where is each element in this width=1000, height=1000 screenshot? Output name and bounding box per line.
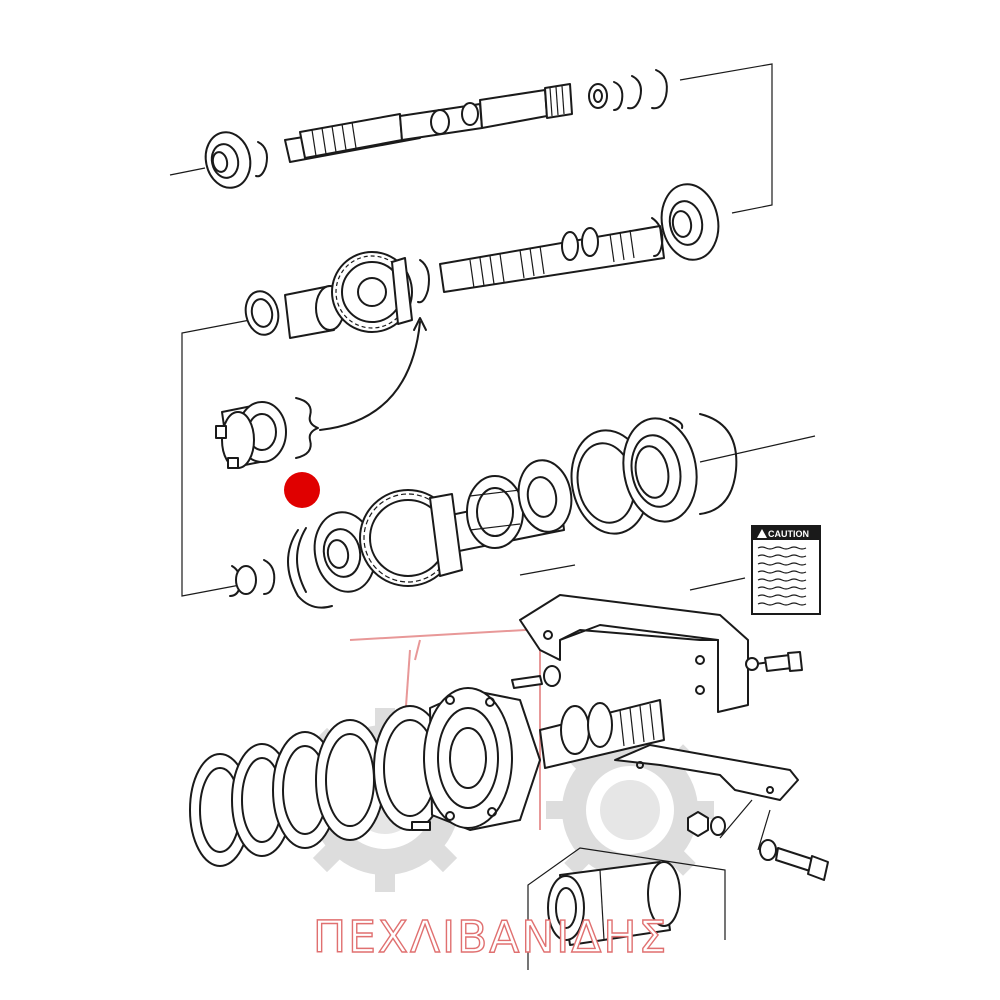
detail-coupler <box>215 401 287 469</box>
detail-arrow <box>295 317 427 459</box>
main-shaft <box>244 183 720 339</box>
caution-decal: CAUTION <box>751 525 821 615</box>
counter-shaft <box>229 413 738 609</box>
shield-bracket <box>511 594 803 713</box>
caution-label: CAUTION <box>768 529 809 539</box>
lower-assembly <box>189 687 829 970</box>
watermark-text: ΠΕΧΛΙΒΑΝΙΔΗΣ <box>313 912 668 963</box>
callout-marker <box>284 472 320 508</box>
input-shaft <box>204 69 668 189</box>
assembly-guide-lines <box>169 63 816 597</box>
